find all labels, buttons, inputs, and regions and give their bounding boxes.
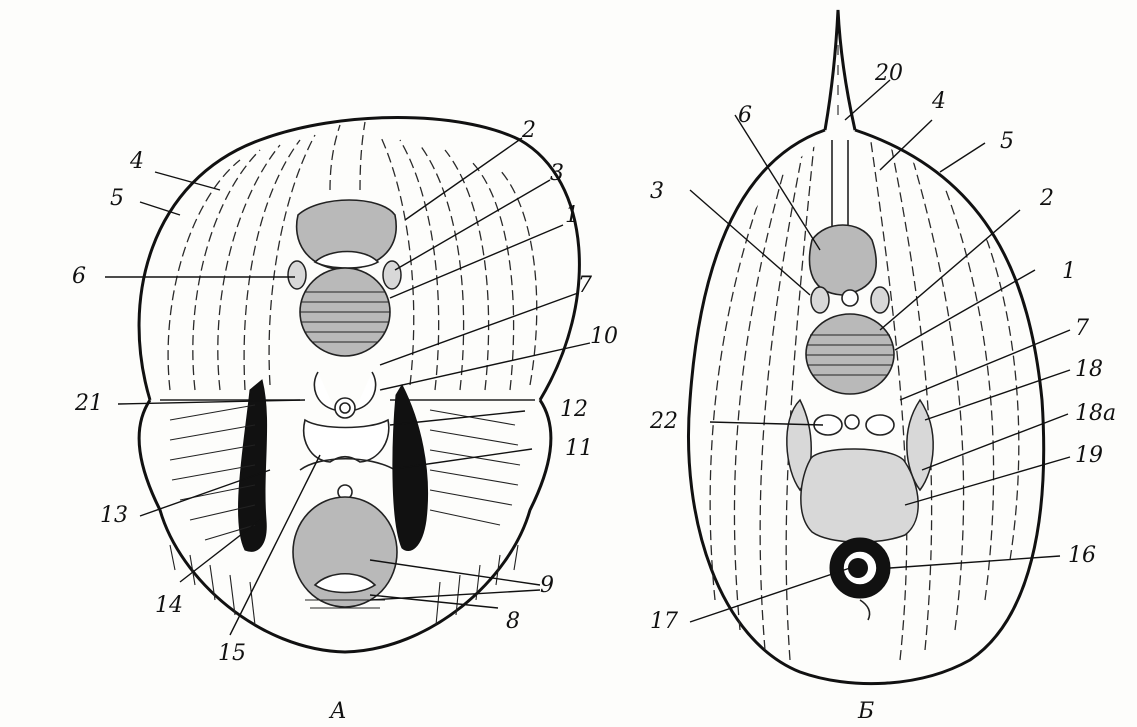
label-a-11: 11	[565, 436, 593, 461]
label-a-9: 9	[540, 573, 554, 598]
label-a-1: 1	[565, 203, 579, 228]
label-a-2: 2	[521, 118, 536, 143]
label-b-18a: 18a	[1075, 401, 1116, 426]
label-b-22: 22	[649, 409, 678, 434]
label-b-19: 19	[1075, 443, 1103, 468]
label-a-15: 15	[218, 641, 246, 666]
caption-b: Б	[857, 699, 874, 724]
label-b-18: 18	[1075, 357, 1103, 382]
label-a-12: 12	[560, 397, 588, 422]
label-a-5: 5	[110, 186, 124, 211]
gut-b	[801, 449, 918, 542]
label-b-17: 17	[650, 609, 678, 634]
label-b-6: 6	[738, 103, 752, 128]
cross-section-a: 4 5 2 3 1 6 7 10 21 12 11 13 14 9 8 15 А	[72, 118, 618, 725]
label-a-6: 6	[72, 264, 86, 289]
label-a-13: 13	[100, 503, 128, 528]
body-outline-b	[688, 130, 1043, 684]
muscle-band-a-right	[393, 385, 428, 551]
label-b-4: 4	[931, 89, 946, 114]
label-a-14: 14	[155, 593, 183, 618]
label-a-21: 21	[74, 391, 103, 416]
notochord-b	[806, 314, 894, 394]
label-b-2: 2	[1039, 186, 1054, 211]
label-b-3: 3	[650, 179, 664, 204]
dorsal-fin-b	[825, 10, 855, 130]
caption-a: А	[328, 699, 347, 724]
label-b-5: 5	[1000, 129, 1014, 154]
label-a-10: 10	[590, 324, 618, 349]
label-b-20: 20	[874, 61, 903, 86]
pharynx-b	[810, 225, 877, 295]
label-a-7: 7	[578, 273, 592, 298]
label-a-8: 8	[506, 609, 520, 634]
label-b-16: 16	[1068, 543, 1096, 568]
label-a-3: 3	[550, 161, 564, 186]
cross-section-b: 20 4 6 5 3 2 1 7 18 18a 19 22 16 17 Б	[649, 10, 1116, 724]
label-b-1: 1	[1062, 259, 1076, 284]
label-b-7: 7	[1075, 316, 1089, 341]
label-a-4: 4	[129, 149, 144, 174]
